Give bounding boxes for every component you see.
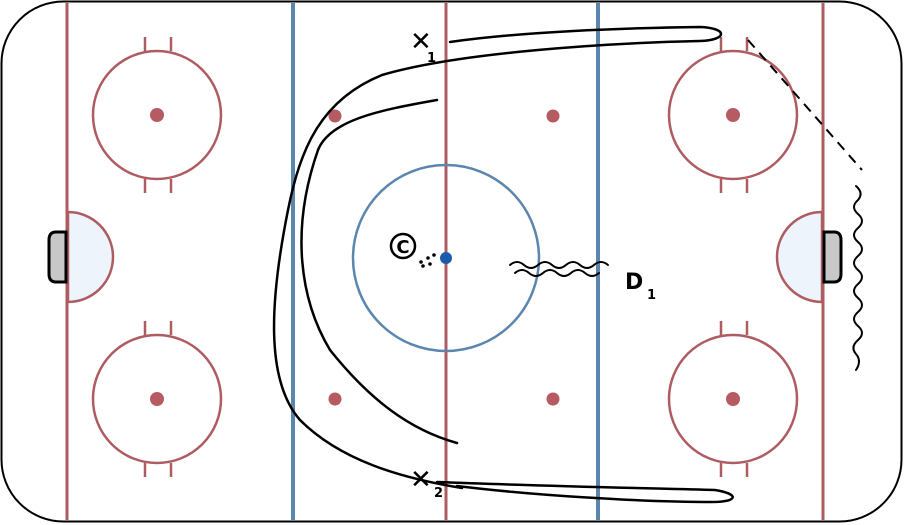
player-x2: ✕ 2: [410, 465, 443, 501]
goal-crease-left: [66, 210, 115, 304]
pass-dashed-line: [747, 39, 863, 171]
player-d1: D 1: [625, 270, 656, 303]
faceoff-circle-top-left: [91, 37, 223, 193]
defense-path-wavy-back: [514, 269, 600, 277]
player-d1-subscript: 1: [647, 288, 656, 303]
faceoff-circle-top-right: [667, 37, 799, 193]
faceoff-dot: [150, 108, 164, 122]
defense-path-wavy: [509, 261, 609, 269]
neutral-zone-dot-bottom-right: [546, 392, 560, 406]
player-x1-symbol: ✕: [410, 27, 432, 57]
faceoff-circle-bottom-left: [91, 321, 223, 477]
pass-dot: [426, 256, 430, 260]
player-x1: ✕ 1: [410, 27, 436, 66]
faceoff-circle-bottom-right: [667, 321, 799, 477]
coach-label: C: [396, 237, 409, 258]
neutral-zone-dot-top-right: [546, 109, 560, 123]
goal-net-left: [47, 230, 68, 284]
neutral-zone-dot-top-left: [328, 109, 342, 123]
faceoff-dot: [150, 392, 164, 406]
neutral-zone-dot-bottom-left: [328, 392, 342, 406]
player-x2-symbol: ✕: [410, 465, 432, 495]
skating-path-inner-curve: [300, 98, 459, 445]
pass-dot: [421, 264, 425, 268]
goal-net-right: [822, 230, 843, 284]
player-d1-symbol: D: [625, 270, 643, 295]
player-x1-subscript: 1: [427, 51, 436, 66]
skating-path-x1: [272, 25, 722, 490]
faceoff-dot: [726, 392, 740, 406]
pass-dot: [419, 260, 423, 264]
player-x2-subscript: 2: [434, 486, 443, 501]
center-faceoff-circle: [351, 163, 541, 353]
skating-path-x2: [435, 480, 734, 504]
coach-marker: C: [389, 232, 417, 260]
pass-dot: [432, 253, 436, 257]
pass-dot: [428, 262, 432, 266]
faceoff-dot: [726, 108, 740, 122]
wavy-skate-right: [852, 185, 863, 371]
center-faceoff-dot: [440, 252, 452, 264]
goal-crease-right: [775, 210, 824, 304]
